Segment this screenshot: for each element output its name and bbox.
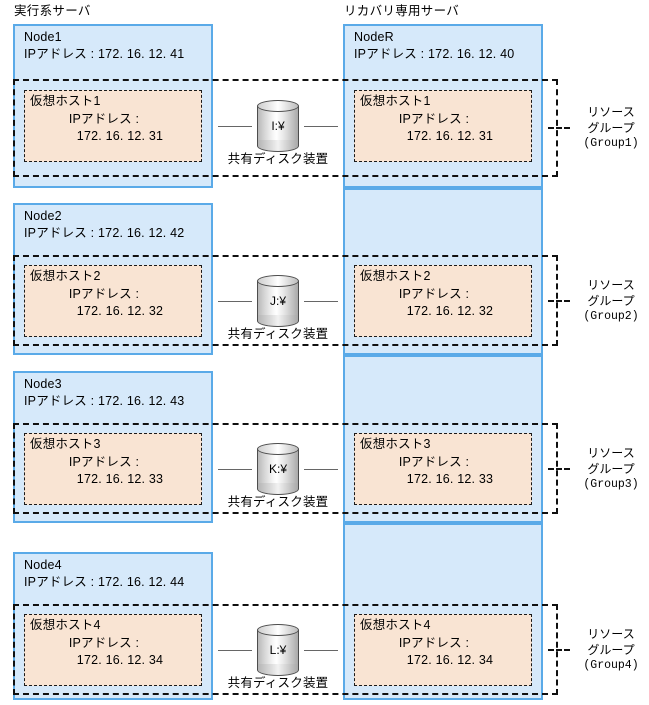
node-ip-1: IPアドレス : 172. 16. 12. 41: [24, 47, 185, 61]
disk-drive-letter: L:¥: [269, 643, 287, 657]
disk-drive-letter: J:¥: [269, 294, 286, 308]
virtual-host-active-3: 仮想ホスト3 IPアドレス : 172. 16. 12. 33: [24, 433, 202, 505]
virtual-host-standby-3: 仮想ホスト3 IPアドレス : 172. 16. 12. 33: [354, 433, 532, 505]
virtual-host-name: 仮想ホスト1: [360, 94, 431, 108]
resource-group-label-line2: グループ: [587, 462, 635, 476]
resource-group-label-line2: グループ: [587, 121, 635, 135]
disk-cylinder-icon: I:¥: [257, 100, 299, 152]
disk-cylinder-icon: L:¥: [257, 624, 299, 676]
resource-group-label-line3: (Group2): [583, 310, 639, 323]
disk-link-line-left: [218, 650, 252, 651]
virtual-host-standby-1: 仮想ホスト1 IPアドレス : 172. 16. 12. 31: [354, 90, 532, 162]
resource-group-leader-2: [548, 300, 570, 302]
resource-group-label-line1: リソース: [587, 627, 635, 641]
virtual-host-active-4: 仮想ホスト4 IPアドレス : 172. 16. 12. 34: [24, 614, 202, 686]
virtual-host-ip-value: 172. 16. 12. 32: [76, 304, 164, 318]
node-ip-3: IPアドレス : 172. 16. 12. 43: [24, 394, 185, 408]
node-ip-2: IPアドレス : 172. 16. 12. 42: [24, 226, 185, 240]
node-title-2: Node2: [24, 209, 62, 223]
disk-link-line-right: [304, 469, 338, 470]
virtual-host-ip-label: IPアドレス :: [398, 636, 470, 650]
virtual-host-ip-value: 172. 16. 12. 33: [76, 472, 164, 486]
resource-group-leader-4: [548, 649, 570, 651]
virtual-host-active-1: 仮想ホスト1 IPアドレス : 172. 16. 12. 31: [24, 90, 202, 162]
disk-caption: 共有ディスク装置: [227, 676, 329, 690]
node-title-1: Node1: [24, 30, 62, 44]
disk-link-line-right: [304, 301, 338, 302]
disk-caption: 共有ディスク装置: [227, 495, 329, 509]
resource-group-label-line3: (Group3): [583, 478, 639, 491]
resource-group-label-4: リソース グループ (Group4): [565, 626, 649, 674]
resource-group-label-line2: グループ: [587, 643, 635, 657]
disk-link-line-left: [218, 301, 252, 302]
virtual-host-ip-label: IPアドレス :: [398, 112, 470, 126]
node-ip-4: IPアドレス : 172. 16. 12. 44: [24, 575, 185, 589]
virtual-host-ip-label: IPアドレス :: [398, 455, 470, 469]
virtual-host-ip-label: IPアドレス :: [68, 112, 140, 126]
resource-group-label-line1: リソース: [587, 446, 635, 460]
standby-server-column-header: リカバリ専用サーバ: [344, 4, 460, 18]
disk-link-line-right: [304, 650, 338, 651]
virtual-host-ip-value: 172. 16. 12. 34: [76, 653, 164, 667]
node-title-4: Node4: [24, 558, 62, 572]
resource-group-label-line3: (Group4): [583, 659, 639, 672]
virtual-host-ip-value: 172. 16. 12. 31: [76, 129, 164, 143]
resource-group-label-1: リソース グループ (Group1): [565, 104, 649, 152]
virtual-host-name: 仮想ホスト3: [30, 437, 101, 451]
virtual-host-standby-4: 仮想ホスト4 IPアドレス : 172. 16. 12. 34: [354, 614, 532, 686]
resource-group-label-line1: リソース: [587, 105, 635, 119]
virtual-host-ip-value: 172. 16. 12. 34: [406, 653, 494, 667]
disk-cylinder-icon: J:¥: [257, 275, 299, 327]
disk-drive-letter: K:¥: [268, 462, 287, 476]
resource-group-label-line2: グループ: [587, 294, 635, 308]
resource-group-label-2: リソース グループ (Group2): [565, 277, 649, 325]
virtual-host-active-2: 仮想ホスト2 IPアドレス : 172. 16. 12. 32: [24, 265, 202, 337]
disk-caption: 共有ディスク装置: [227, 327, 329, 341]
resource-group-leader-3: [548, 468, 570, 470]
active-server-column-header: 実行系サーバ: [14, 4, 91, 18]
virtual-host-name: 仮想ホスト2: [360, 269, 431, 283]
disk-drive-letter: I:¥: [271, 119, 285, 133]
node-title-3: Node3: [24, 377, 62, 391]
virtual-host-name: 仮想ホスト4: [30, 618, 101, 632]
virtual-host-name: 仮想ホスト3: [360, 437, 431, 451]
virtual-host-ip-label: IPアドレス :: [398, 287, 470, 301]
virtual-host-name: 仮想ホスト1: [30, 94, 101, 108]
resource-group-label-3: リソース グループ (Group3): [565, 445, 649, 493]
disk-link-line-left: [218, 469, 252, 470]
node-ip-r: IPアドレス : 172. 16. 12. 40: [354, 47, 515, 61]
resource-group-label-line3: (Group1): [583, 137, 639, 150]
disk-link-line-right: [304, 126, 338, 127]
node-title-r: NodeR: [354, 30, 394, 44]
resource-group-label-line1: リソース: [587, 278, 635, 292]
virtual-host-ip-value: 172. 16. 12. 33: [406, 472, 494, 486]
virtual-host-standby-2: 仮想ホスト2 IPアドレス : 172. 16. 12. 32: [354, 265, 532, 337]
virtual-host-ip-value: 172. 16. 12. 32: [406, 304, 494, 318]
disk-link-line-left: [218, 126, 252, 127]
virtual-host-ip-label: IPアドレス :: [68, 636, 140, 650]
virtual-host-ip-value: 172. 16. 12. 31: [406, 129, 494, 143]
virtual-host-name: 仮想ホスト2: [30, 269, 101, 283]
disk-cylinder-icon: K:¥: [257, 443, 299, 495]
virtual-host-ip-label: IPアドレス :: [68, 455, 140, 469]
virtual-host-ip-label: IPアドレス :: [68, 287, 140, 301]
virtual-host-name: 仮想ホスト4: [360, 618, 431, 632]
disk-caption: 共有ディスク装置: [227, 152, 329, 166]
resource-group-leader-1: [548, 127, 570, 129]
